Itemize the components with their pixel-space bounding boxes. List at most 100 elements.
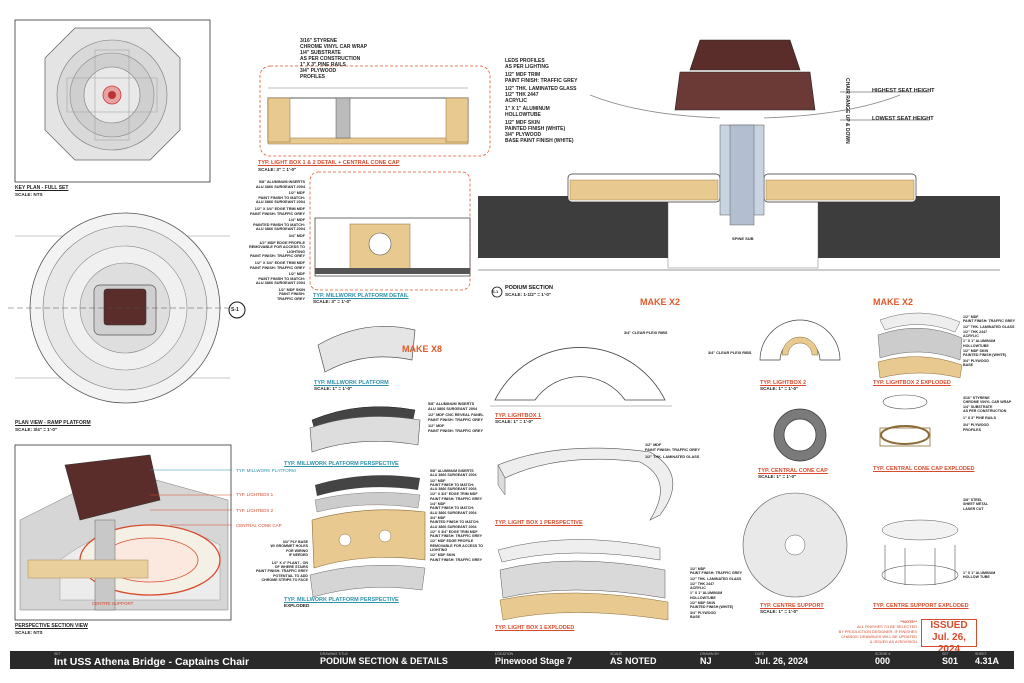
note: 1/2" THK 2447	[505, 92, 539, 98]
note: AS PER CONSTRUCTION	[300, 56, 361, 62]
note: OF WHERE STAIRS	[274, 565, 308, 570]
set-name: Int USS Athena Bridge - Captains Chair	[54, 656, 250, 668]
chair-range-label: CHAIR RANGE UP & DOWN	[844, 78, 850, 144]
note-line: ALL FINISHES TO BE SELECTED	[856, 624, 917, 629]
scale-value: AS NOTED	[610, 656, 657, 666]
note: ALU 3866 SURGEANT 2004	[255, 184, 305, 189]
note: 3/4" PLYWOOD	[300, 68, 337, 74]
location-value: Pinewood Stage 7	[495, 656, 573, 666]
note: 1/2" MDF	[963, 315, 979, 319]
lowest-seat-label: LOWEST SEAT HEIGHT	[872, 116, 934, 122]
issued-date: Jul. 26, 2024	[932, 632, 966, 655]
note: ACRYLIC	[505, 98, 528, 104]
lightbox1-make-x2: MAKE X2	[640, 297, 681, 307]
lightbox2-exploded-title: TYP. LIGHTBOX 2 EXPLODED	[873, 380, 951, 386]
legend-lightbox1: TYP. LIGHTBOX 1	[236, 492, 274, 497]
lightbox-detail-scale: SCALE: 3" = 1'-0"	[258, 167, 297, 172]
set-caption: SET	[54, 652, 61, 656]
note: 5/8" ALUMINUM INSERTS	[258, 180, 305, 184]
drawing-title: PODIUM SECTION & DETAILS	[320, 656, 448, 666]
scale-caption: SCALE	[610, 652, 622, 656]
note: 1" X 3" PINE RAILS	[300, 62, 346, 68]
millwork-make-x8: MAKE X8	[402, 344, 443, 354]
millwork-perspective-notes: 5/8" ALUMINUM INSERTS ALU 3866 SURGEANT …	[428, 402, 484, 434]
centre-support-title: TYP. CENTRE SUPPORT	[760, 603, 824, 609]
note: ACRYLIC	[690, 586, 706, 591]
note: PAINT FINISH TO MATCH:	[258, 276, 305, 281]
lightbox2-title: TYP. LIGHTBOX 2	[760, 380, 807, 386]
note: PAINT FINISH: TRAFFIC GREY	[255, 569, 308, 574]
lightbox1-scale: SCALE: 1" = 1'-0"	[495, 419, 534, 424]
key-plan-title: KEY PLAN - FULL SET	[15, 185, 69, 191]
note-line: BY PRODUCTION DESIGNER. IF FINISHES	[838, 629, 917, 634]
note: PAINTED FINISH (WHITE)	[963, 353, 1007, 358]
highest-seat-label: HIGHEST SEAT HEIGHT	[872, 88, 935, 94]
note: 1/2" MDF	[288, 191, 305, 196]
note: 3/4" MDF	[288, 233, 305, 238]
scene-caption: SCENE #	[875, 652, 891, 656]
millwork-exploded-title: TYP. MILLWORK PLATFORM PERSPECTIVE	[284, 597, 399, 603]
millwork-platform-title: TYP. MILLWORK PLATFORM	[314, 380, 389, 386]
note: LIGHTING	[286, 249, 305, 254]
legend-centre-support: CENTRE SUPPORT	[92, 601, 134, 606]
note: 1/4" MDF	[430, 502, 446, 507]
note: 1" X 1" ALUMINUM	[505, 106, 550, 112]
note: 3/4" PLY BASE	[282, 540, 308, 544]
lightbox1-perspective-title: TYP. LIGHT BOX 1 PERSPECTIVE	[495, 520, 583, 526]
cone-cap-exploded-notes: 3/16" STYRENE CHROME VINYL CAR WRAP 1/4"…	[963, 396, 1011, 432]
note: AS PER LIGHTING	[505, 64, 549, 70]
millwork-detail-notes: 5/8" ALUMINUM INSERTS ALU 3866 SURGEANT …	[243, 180, 305, 302]
date-value: Jul. 26, 2024	[755, 656, 809, 666]
note: 1/2" MDF	[288, 272, 305, 277]
millwork-platform-drawing	[309, 326, 421, 453]
plan-view-scale: SCALE: 3/4" = 1'-0"	[15, 427, 58, 432]
note: 1/4" MDF	[288, 218, 305, 223]
lightbox1-perspective-notes: 1/2" MDF PAINT FINISH: TRAFFIC GREY 1/2"…	[645, 443, 700, 460]
lightbox1-exploded-title: TYP. LIGHT BOX 1 EXPLODED	[495, 625, 575, 631]
note: PAINTED FINISH (WHITE)	[505, 126, 566, 132]
drawn-by-caption: DRAWN BY	[700, 652, 720, 656]
note: HOLLOWTUBE	[505, 112, 541, 118]
note: PAINT FINISH: TRAFFIC GREY	[645, 447, 700, 452]
note-line: & ISSUED AS A REVISION	[869, 639, 917, 644]
note: PROFILES	[300, 74, 326, 80]
spine-sub-label: SPINE SUB	[732, 236, 754, 241]
podium-section-scale: SCALE: 1-1/2" = 1'-0"	[505, 292, 552, 297]
note: ALU 3866 SURGEANT 2004	[430, 510, 477, 515]
cone-cap-drawing	[773, 408, 827, 462]
note: PAINT FINISH: TRAFFIC GREY	[690, 571, 743, 576]
note: FOR WIRING	[286, 548, 308, 553]
note: 1/2" MDF SKIN	[278, 287, 305, 292]
note: 1/2" MDF	[645, 443, 662, 447]
lightbox2-make-x2: MAKE X2	[873, 297, 914, 307]
note: ALU 3866 SURGEANT 2004	[430, 473, 477, 478]
millwork-exploded-right-notes: 5/8" ALUMINUM INSERTS ALU 3866 SURGEANT …	[430, 469, 483, 562]
millwork-exploded-drawing	[309, 475, 426, 598]
note: ALU 3866 SURGEANT 2004	[430, 524, 477, 529]
note: 1/2" MDF SKIN	[690, 601, 716, 606]
note: ALU 3866 SURGEANT 2004	[255, 200, 305, 205]
note: 1/2" X 3/4" EDGE TRIM MDF	[430, 529, 478, 534]
legend-millwork-platform: TYP. MILLWORK PLATFORM	[236, 468, 296, 473]
cone-cap-title: TYP. CENTRAL CONE CAP	[758, 468, 828, 474]
set-number-caption: SET	[942, 652, 949, 656]
note: HOLLOWTUBE	[690, 595, 716, 600]
millwork-perspective-title: TYP. MILLWORK PLATFORM PERSPECTIVE	[284, 461, 399, 467]
issued-label: ISSUED	[930, 620, 968, 631]
cone-cap-scale: SCALE: 1" = 1'-0"	[758, 474, 797, 479]
set-number-value: S01	[942, 656, 959, 666]
lightbox1-drawing	[490, 347, 672, 407]
perspective-section-scale: SCALE: NTS	[15, 630, 43, 635]
note: CHROME STRIPS TO FACE	[261, 578, 308, 583]
note: PAINT FINISH: TRAFFIC GREY	[250, 211, 305, 216]
plan-view-title: PLAN VIEW - RAMP PLATFORM	[15, 420, 91, 426]
millwork-exploded-left-notes: 3/4" PLY BASE W/ GROMMET HOLES FOR WIRIN…	[250, 540, 308, 583]
key-plan-scale: SCALE: NTS	[15, 192, 43, 197]
centre-support-exploded-notes: 3/8" STEEL SHEET METAL LASER CUT 1" X 1"…	[963, 498, 995, 579]
finishes-note: **NOTE** ALL FINISHES TO BE SELECTED BY …	[835, 619, 917, 644]
note: PAINT FINISH TO MATCH:	[430, 506, 475, 511]
sheet-caption: SHEET	[975, 652, 987, 656]
note: 3/16" STYRENE	[300, 38, 338, 44]
note: PAINTED FINISH TO MATCH:	[253, 222, 305, 227]
note: PAINT FINISH TO MATCH:	[258, 195, 305, 200]
